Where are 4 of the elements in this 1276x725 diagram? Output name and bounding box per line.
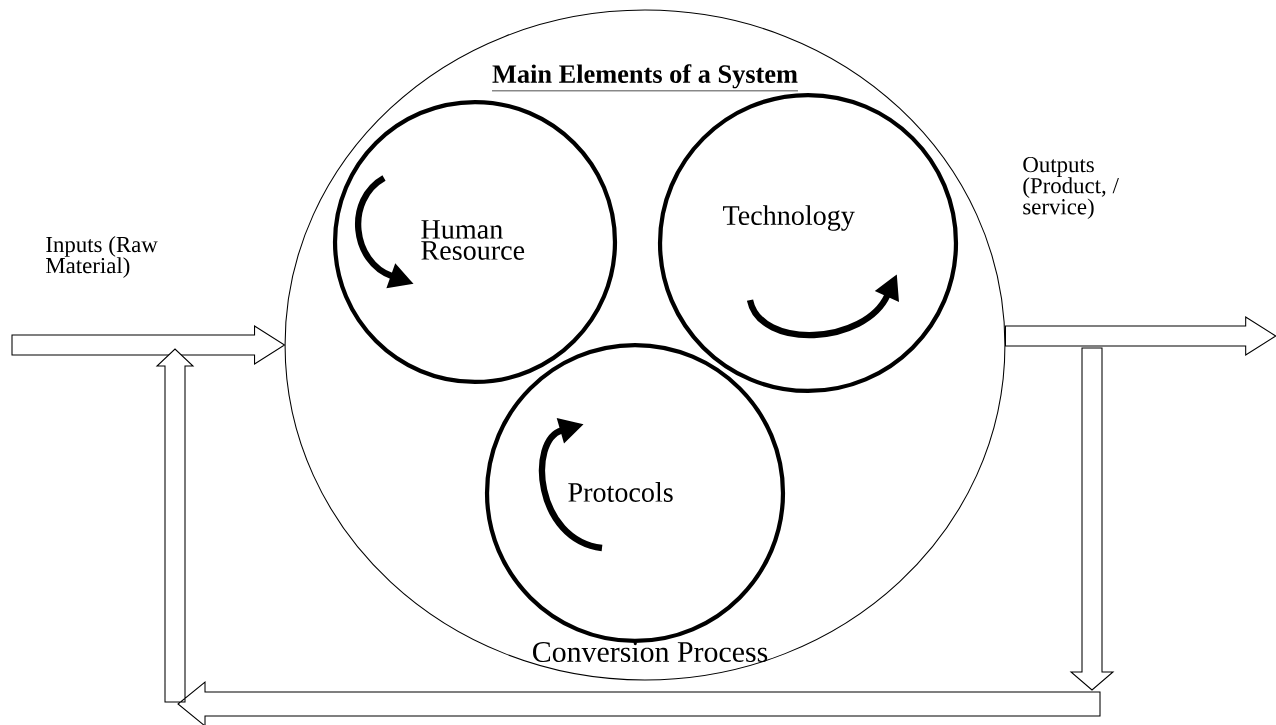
block-arrow <box>1004 316 1276 356</box>
text-label: Outputs (Product, / service) <box>1023 156 1119 220</box>
text-label: Inputs (Raw Material) <box>46 236 158 278</box>
block-arrow <box>11 325 286 365</box>
